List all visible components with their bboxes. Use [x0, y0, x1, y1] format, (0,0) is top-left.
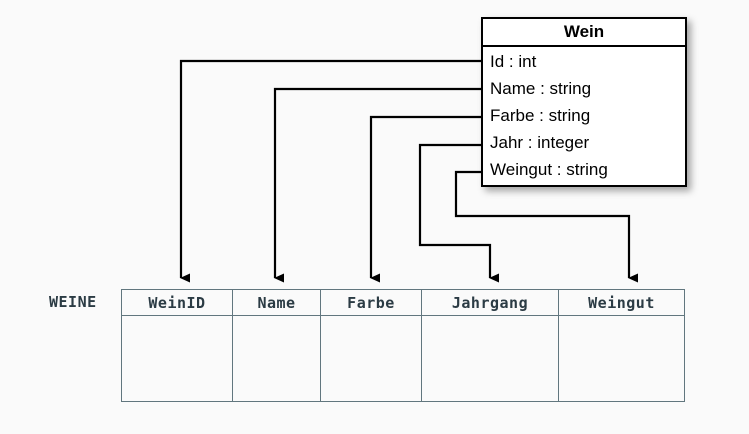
class-name: Wein	[483, 19, 685, 47]
class-attribute-weingut: Weingut : string	[490, 160, 608, 179]
table-cell-jahrgang[interactable]	[421, 315, 559, 402]
table-cell-name[interactable]	[232, 315, 321, 402]
connector-id-to-weinid	[179, 59, 481, 283]
class-attribute-name: Name : string	[490, 79, 592, 98]
table-cell-farbe[interactable]	[320, 315, 422, 402]
connector-name-to-name	[273, 87, 481, 283]
table-header-row: WeinID Name Farbe Jahrgang Weingut	[121, 289, 685, 316]
table-cell-weingut[interactable]	[558, 315, 685, 402]
class-attribute-list: Id : int Name : string Farbe : string Ja…	[483, 47, 685, 185]
column-header-farbe: Farbe	[320, 289, 422, 316]
connector-weingut-to-weingut	[454, 170, 638, 283]
table-name-label: WEINE	[49, 293, 97, 311]
column-header-weinid: WeinID	[121, 289, 233, 316]
connector-farbe-to-farbe	[369, 115, 481, 283]
column-header-weingut: Weingut	[558, 289, 685, 316]
uml-class-box[interactable]: Wein Id : int Name : string Farbe : stri…	[481, 17, 687, 187]
class-attribute-farbe: Farbe : string	[490, 106, 591, 125]
class-attribute-jahr: Jahr : integer	[490, 133, 590, 152]
connector-jahr-to-jahrgang	[418, 143, 499, 283]
column-header-name: Name	[232, 289, 321, 316]
class-attribute-id: Id : int	[490, 52, 537, 71]
column-header-jahrgang: Jahrgang	[421, 289, 559, 316]
table-row	[121, 315, 685, 402]
table-cell-weinid[interactable]	[121, 315, 233, 402]
relational-table: WeinID Name Farbe Jahrgang Weingut	[121, 289, 685, 402]
